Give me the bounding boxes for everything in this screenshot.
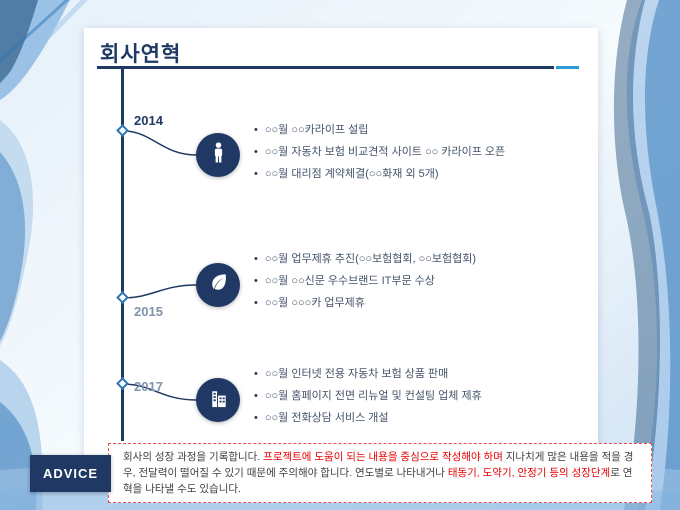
list-item: ○○월 대리점 계약체결(○○화재 외 5개) bbox=[254, 162, 505, 184]
advice-segment: 로 연혁을 나타낼 수도 있습니다. bbox=[123, 467, 633, 495]
bullet-icon bbox=[254, 247, 265, 270]
underline-dark-segment bbox=[97, 66, 554, 69]
advice-label: ADVICE bbox=[30, 455, 111, 492]
bullet-icon bbox=[254, 269, 265, 292]
bullet-list-2015: ○○월 업무제휴 추진(○○보험협회, ○○보험협회) ○○월 ○○신문 우수브… bbox=[254, 247, 476, 313]
year-label-2015: 2015 bbox=[134, 304, 163, 319]
list-item: ○○월 ○○카라이프 설립 bbox=[254, 118, 505, 140]
list-item-text: ○○월 업무제휴 추진(○○보험협회, ○○보험협회) bbox=[264, 253, 477, 265]
bullet-icon bbox=[254, 362, 265, 385]
bullet-icon bbox=[254, 162, 265, 185]
year-label-2014: 2014 bbox=[134, 113, 163, 128]
list-item-text: ○○월 ○○신문 우수브랜드 IT부문 수상 bbox=[264, 275, 435, 287]
advice-box: 회사의 성장 과정을 기록합니다. 프로젝트에 도움이 되는 내용을 중심으로 … bbox=[108, 443, 652, 503]
list-item-text: ○○월 ○○카라이프 설립 bbox=[264, 124, 369, 136]
page-title: 회사연혁 bbox=[100, 43, 182, 66]
list-item: ○○월 인터넷 전용 자동차 보험 상품 판매 bbox=[254, 362, 482, 384]
timeline-icon-circle-2014 bbox=[196, 133, 240, 177]
bullet-list-2017: ○○월 인터넷 전용 자동차 보험 상품 판매 ○○월 홈페이지 전면 리뉴얼 … bbox=[254, 362, 482, 428]
list-item-text: ○○월 ○○○카 업무제휴 bbox=[264, 297, 365, 309]
list-item: ○○월 자동차 보험 비교견적 사이트 ○○ 카라이프 오픈 bbox=[254, 140, 505, 162]
advice-segment-highlight: 태동기, 도약기, 안정기 등의 성장단계 bbox=[447, 467, 611, 479]
list-item: ○○월 전화상담 서비스 개설 bbox=[254, 406, 482, 428]
timeline-icon-circle-2015 bbox=[196, 263, 240, 307]
list-item-text: ○○월 홈페이지 전면 리뉴얼 및 컨설팅 업체 제휴 bbox=[264, 390, 482, 402]
advice-segment: 지나치게 많은 내용을 적을 경우, 전달력이 떨어질 수 있기 때문에 주의해… bbox=[123, 451, 634, 479]
advice-segment-highlight: 프로젝트에 도움이 되는 내용을 중심으로 작성해야 하며 bbox=[263, 451, 503, 463]
list-item: ○○월 홈페이지 전면 리뉴얼 및 컨설팅 업체 제휴 bbox=[254, 384, 482, 406]
underline-accent-segment bbox=[556, 66, 579, 69]
leaf-icon bbox=[207, 271, 230, 299]
list-item-text: ○○월 자동차 보험 비교견적 사이트 ○○ 카라이프 오픈 bbox=[264, 146, 506, 158]
year-label-2017: 2017 bbox=[134, 379, 163, 394]
advice-segment: 회사의 성장 과정을 기록합니다. bbox=[123, 451, 264, 463]
bullet-icon bbox=[254, 118, 265, 141]
title-underline bbox=[97, 66, 579, 69]
bullet-list-2014: ○○월 ○○카라이프 설립 ○○월 자동차 보험 비교견적 사이트 ○○ 카라이… bbox=[254, 118, 505, 184]
list-item: ○○월 ○○신문 우수브랜드 IT부문 수상 bbox=[254, 269, 476, 291]
timeline-icon-circle-2017 bbox=[196, 378, 240, 422]
bullet-icon bbox=[254, 291, 265, 314]
person-icon bbox=[207, 141, 230, 169]
advice-text: 회사의 성장 과정을 기록합니다. 프로젝트에 도움이 되는 내용을 중심으로 … bbox=[123, 449, 641, 497]
list-item-text: ○○월 전화상담 서비스 개설 bbox=[264, 412, 389, 424]
bullet-icon bbox=[254, 406, 265, 429]
building-icon bbox=[207, 386, 230, 414]
bullet-icon bbox=[254, 384, 265, 407]
list-item-text: ○○월 대리점 계약체결(○○화재 외 5개) bbox=[264, 168, 439, 180]
bullet-icon bbox=[254, 140, 265, 163]
list-item: ○○월 업무제휴 추진(○○보험협회, ○○보험협회) bbox=[254, 247, 476, 269]
list-item: ○○월 ○○○카 업무제휴 bbox=[254, 291, 476, 313]
timeline-line bbox=[121, 67, 124, 441]
list-item-text: ○○월 인터넷 전용 자동차 보험 상품 판매 bbox=[264, 368, 449, 380]
